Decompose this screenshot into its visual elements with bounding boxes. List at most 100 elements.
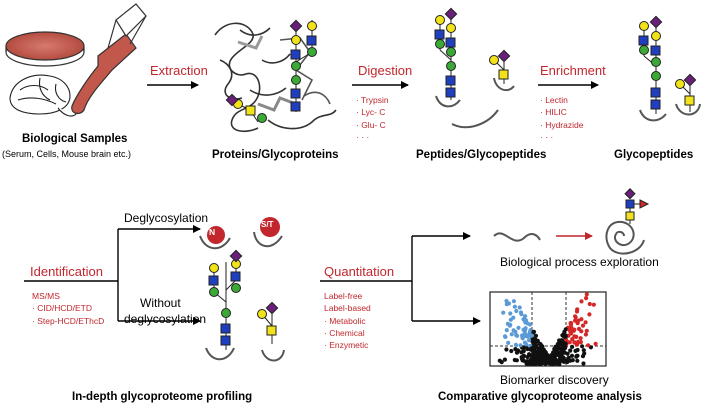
quantitation-item: Label-free	[324, 291, 363, 301]
volcano-point	[575, 353, 580, 358]
volcano-point	[538, 357, 543, 362]
volcano-point	[584, 292, 589, 297]
volcano-point	[531, 341, 536, 346]
volcano-point	[521, 354, 526, 359]
quantitation-label: Quantitation	[324, 264, 395, 279]
quantitation-item: · Metabolic	[324, 315, 366, 326]
comparative-analysis-title: Comparative glycoproteome analysis	[438, 391, 642, 403]
volcano-point	[533, 333, 539, 338]
deglycosylation-label: Deglycosylation	[124, 211, 209, 225]
volcano-point	[512, 304, 518, 309]
intact-glycopeptide-icon	[205, 249, 285, 362]
volcano-point	[521, 317, 527, 322]
volcano-point	[527, 329, 533, 334]
volcano-point	[497, 358, 502, 363]
volcano-point	[504, 328, 509, 333]
volcano-point	[522, 328, 527, 333]
volcano-point	[593, 341, 598, 346]
volcano-point	[569, 320, 574, 326]
quantitation-branch	[320, 232, 481, 325]
volcano-point	[520, 358, 525, 363]
biological-samples-subtitle: (Serum, Cells, Mouse brain etc.)	[2, 149, 132, 159]
volcano-point	[557, 338, 562, 343]
volcano-point	[514, 333, 519, 338]
volcano-point	[509, 332, 514, 337]
enrichment-item: · · ·	[540, 131, 554, 142]
volcano-point	[564, 358, 569, 363]
extraction-label: Extraction	[150, 63, 208, 78]
volcano-point	[568, 348, 573, 353]
volcano-point	[584, 328, 589, 333]
volcano-point	[522, 340, 528, 345]
protein-structure-icon	[214, 22, 337, 133]
enrichment-item: · Lectin	[540, 95, 568, 105]
volcano-point	[523, 331, 528, 337]
volcano-point	[517, 305, 522, 310]
glycopeptide-icon	[434, 7, 515, 129]
volcano-point	[575, 307, 580, 312]
identification-item: · CID/HCD/ETD	[32, 303, 92, 314]
volcano-point	[509, 348, 514, 354]
volcano-point	[576, 318, 581, 323]
without-deglycosylation-label: deglycosylation	[124, 312, 207, 326]
volcano-point	[501, 310, 506, 315]
quantitation-item: · Enzymetic	[324, 340, 369, 351]
volcano-point	[535, 338, 540, 343]
volcano-point	[583, 332, 589, 337]
deglycosylated-peptide-icon	[199, 217, 283, 250]
volcano-point	[513, 342, 519, 347]
volcano-point	[563, 334, 568, 339]
volcano-point	[580, 323, 586, 328]
volcano-point	[581, 361, 586, 366]
volcano-point	[543, 350, 548, 355]
volcano-point	[529, 346, 535, 351]
volcano-point	[553, 346, 558, 351]
volcano-point	[573, 315, 578, 320]
digestion-label: Digestion	[358, 63, 413, 78]
biological-samples-title: Biological Samples	[22, 133, 128, 145]
volcano-point	[563, 327, 568, 332]
enrichment-label: Enrichment	[540, 63, 606, 78]
volcano-point	[551, 350, 556, 355]
volcano-point	[514, 358, 520, 363]
volcano-point	[580, 344, 585, 349]
volcano-point	[518, 343, 523, 348]
volcano-point	[515, 348, 521, 353]
digestion-methods: · Trypsin · Lyc- C · Glu- C · · ·	[356, 94, 389, 143]
volcano-point	[520, 334, 525, 339]
enriched-glycopeptide-icon	[638, 15, 701, 122]
identification-item: MS/MS	[32, 291, 60, 301]
volcano-point	[591, 302, 596, 307]
volcano-point	[567, 327, 572, 332]
volcano-point	[504, 298, 509, 304]
volcano-point	[579, 299, 584, 304]
volcano-point	[578, 336, 583, 341]
volcano-point	[584, 296, 589, 301]
volcano-point	[506, 340, 511, 345]
biological-process-icon	[493, 188, 650, 255]
peptides-title: Peptides/Glycopeptides	[416, 149, 547, 161]
volcano-point	[541, 360, 546, 365]
volcano-point	[560, 347, 566, 352]
volcano-point	[502, 357, 507, 362]
volcano-point	[511, 299, 516, 304]
volcano-point	[504, 347, 509, 352]
identification-branch	[24, 225, 201, 325]
test-tube-icon	[71, 3, 147, 115]
volcano-point	[527, 352, 532, 357]
volcano-point	[519, 312, 524, 317]
volcano-point	[581, 348, 586, 353]
volcano-point	[528, 357, 534, 362]
volcano-point	[586, 343, 591, 348]
volcano-point	[516, 325, 521, 330]
identification-label: Identification	[30, 264, 103, 279]
volcano-point	[587, 312, 592, 317]
quantitation-methods: Label-free Label-based · Metabolic · Che…	[324, 290, 371, 352]
volcano-point	[526, 338, 532, 343]
enrichment-item: · HILIC	[540, 107, 567, 118]
digestion-item: · Glu- C	[356, 119, 386, 130]
volcano-point	[567, 340, 572, 345]
enrichment-methods: · Lectin · HILIC · Hydrazide · · ·	[540, 94, 583, 143]
st-glycosite-badge: S/T	[261, 220, 274, 229]
